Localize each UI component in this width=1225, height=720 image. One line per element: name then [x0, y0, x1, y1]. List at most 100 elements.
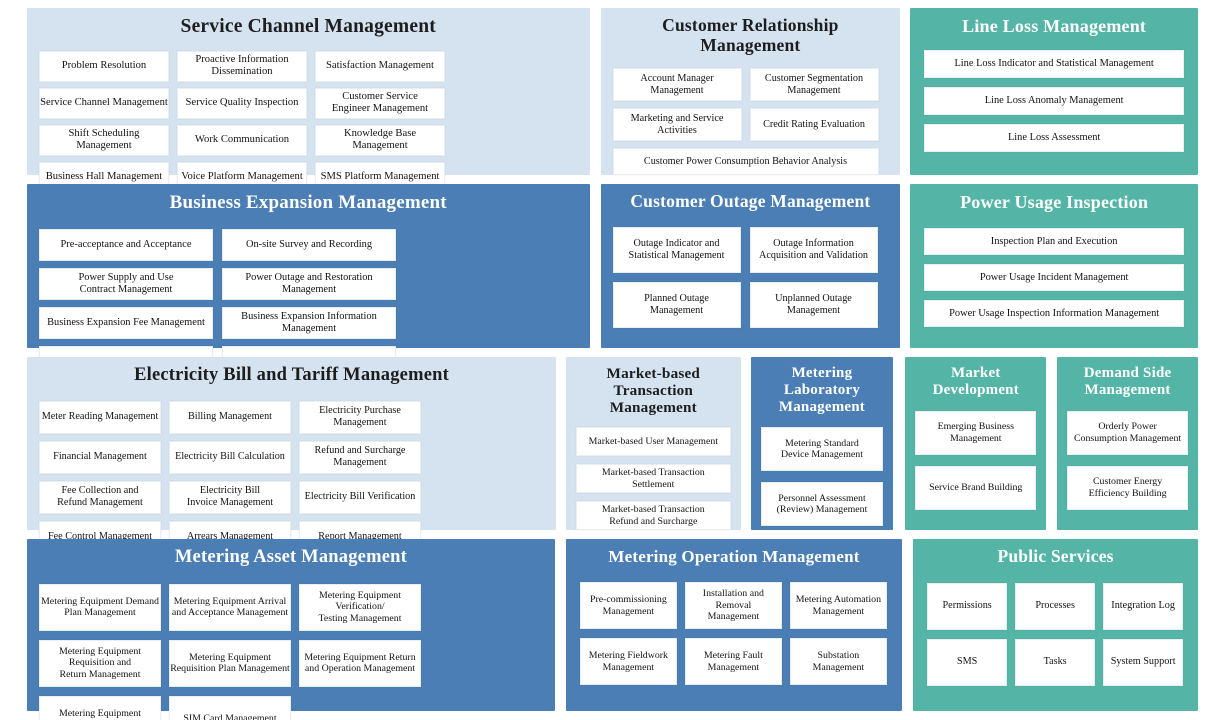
- item-inspection-plan-and-execution[interactable]: Inspection Plan and Execution: [924, 228, 1185, 256]
- panel-demand-side-management[interactable]: Demand Side Management Orderly Power Con…: [1057, 357, 1198, 530]
- item-business-expansion-information-management[interactable]: Business Expansion Information Managemen…: [222, 307, 396, 340]
- capability-row-4: Metering Asset Management Metering Equip…: [27, 539, 1198, 720]
- item-account-manager-management[interactable]: Account Manager Management: [612, 68, 742, 102]
- item-satisfaction-management[interactable]: Satisfaction Management: [315, 50, 445, 82]
- panel-items-market-based-transaction-management: Market-based User Management Market-base…: [576, 427, 731, 531]
- item-proactive-information-dissemination[interactable]: Proactive Information Dissemination: [177, 50, 307, 82]
- panel-metering-laboratory-management[interactable]: Metering Laboratory Management Metering …: [750, 357, 894, 530]
- panel-items-market-development: Emerging Business Management Service Bra…: [915, 410, 1037, 518]
- item-sms[interactable]: SMS: [927, 638, 1008, 686]
- item-financial-management[interactable]: Financial Management: [39, 440, 161, 474]
- item-sim-card-management[interactable]: SIM Card Management: [169, 695, 291, 720]
- panel-title-customer-relationship-management: Customer Relationship Management: [662, 15, 839, 55]
- panel-items-metering-laboratory-management: Metering Standard Device Management Pers…: [760, 427, 884, 527]
- item-electricity-bill-invoice-management[interactable]: Electricity Bill Invoice Management: [169, 480, 291, 514]
- panel-title-business-expansion-management: Business Expansion Management: [169, 192, 447, 213]
- item-power-supply-and-use-contract-management[interactable]: Power Supply and Use Contract Management: [39, 268, 213, 301]
- panel-line-loss-management[interactable]: Line Loss Management Line Loss Indicator…: [910, 8, 1199, 175]
- item-processes[interactable]: Processes: [1015, 582, 1096, 630]
- item-metering-equipment-demand-plan-management[interactable]: Metering Equipment Demand Plan Managemen…: [39, 583, 161, 631]
- item-metering-equipment-return-and-operation-management[interactable]: Metering Equipment Return and Operation …: [299, 639, 421, 687]
- item-system-support[interactable]: System Support: [1103, 638, 1184, 686]
- item-market-based-user-management[interactable]: Market-based User Management: [576, 427, 731, 457]
- panel-public-services[interactable]: Public Services Permissions Processes In…: [913, 539, 1198, 711]
- item-metering-equipment-requisition-and-return-management[interactable]: Metering Equipment Requisition and Retur…: [39, 639, 161, 687]
- item-installation-and-removal-management[interactable]: Installation and Removal Management: [684, 582, 782, 630]
- item-electricity-purchase-management[interactable]: Electricity Purchase Management: [299, 400, 421, 434]
- item-metering-automation-management[interactable]: Metering Automation Management: [789, 582, 887, 630]
- panel-items-customer-relationship-management: Account Manager Management Customer Segm…: [612, 68, 889, 176]
- item-customer-service-engineer-management[interactable]: Customer Service Engineer Management: [315, 87, 445, 119]
- panel-items-electricity-bill-and-tariff-management: Meter Reading Management Billing Managem…: [39, 400, 544, 554]
- item-integration-log[interactable]: Integration Log: [1103, 582, 1184, 630]
- item-power-usage-incident-management[interactable]: Power Usage Incident Management: [924, 264, 1185, 292]
- item-business-expansion-fee-management[interactable]: Business Expansion Fee Management: [39, 307, 213, 340]
- item-service-brand-building[interactable]: Service Brand Building: [915, 465, 1037, 510]
- item-work-communication[interactable]: Work Communication: [177, 124, 307, 156]
- item-metering-fault-management[interactable]: Metering Fault Management: [684, 638, 782, 686]
- panel-metering-operation-management[interactable]: Metering Operation Management Pre-commis…: [565, 539, 903, 711]
- panel-title-power-usage-inspection: Power Usage Inspection: [960, 192, 1149, 212]
- panel-items-power-usage-inspection: Inspection Plan and Execution Power Usag…: [924, 228, 1185, 336]
- item-customer-power-consumption-behavior-analysis[interactable]: Customer Power Consumption Behavior Anal…: [612, 148, 879, 176]
- item-tasks[interactable]: Tasks: [1015, 638, 1096, 686]
- item-credit-rating-evaluation[interactable]: Credit Rating Evaluation: [749, 108, 879, 142]
- item-service-quality-inspection[interactable]: Service Quality Inspection: [177, 87, 307, 119]
- item-market-based-transaction-settlement[interactable]: Market-based Transaction Settlement: [576, 464, 731, 494]
- item-pre-commissioning-management[interactable]: Pre-commissioning Management: [579, 582, 677, 630]
- item-substation-management[interactable]: Substation Management: [789, 638, 887, 686]
- item-power-outage-and-restoration-management[interactable]: Power Outage and Restoration Management: [222, 268, 396, 301]
- item-refund-and-surcharge-management[interactable]: Refund and Surcharge Management: [299, 440, 421, 474]
- item-personnel-assessment-review-management[interactable]: Personnel Assessment (Review) Management: [760, 482, 884, 527]
- item-line-loss-anomaly-management[interactable]: Line Loss Anomaly Management: [924, 87, 1185, 116]
- panel-title-market-based-transaction-management: Market-based Transaction Management: [606, 365, 701, 417]
- item-marketing-and-service-activities[interactable]: Marketing and Service Activities: [612, 108, 742, 142]
- panel-power-usage-inspection[interactable]: Power Usage Inspection Inspection Plan a…: [910, 184, 1199, 348]
- item-outage-indicator-and-statistical-management[interactable]: Outage Indicator and Statistical Managem…: [612, 226, 741, 273]
- panel-market-based-transaction-management[interactable]: Market-based Transaction Management Mark…: [566, 357, 741, 531]
- item-metering-standard-device-management[interactable]: Metering Standard Device Management: [760, 427, 884, 472]
- item-line-loss-indicator-and-statistical-management[interactable]: Line Loss Indicator and Statistical Mana…: [924, 50, 1185, 79]
- panel-metering-asset-management[interactable]: Metering Asset Management Metering Equip…: [27, 539, 555, 720]
- capability-row-3: Electricity Bill and Tariff Management M…: [27, 357, 1198, 554]
- panel-market-development[interactable]: Market Development Emerging Business Man…: [905, 357, 1047, 530]
- item-outage-information-acquisition-and-validation[interactable]: Outage Information Acquisition and Valid…: [749, 226, 878, 273]
- item-customer-energy-efficiency-building[interactable]: Customer Energy Efficiency Building: [1067, 465, 1188, 510]
- item-unplanned-outage-management[interactable]: Unplanned Outage Management: [749, 281, 878, 328]
- panel-service-channel-management[interactable]: Service Channel Management Problem Resol…: [27, 8, 590, 193]
- item-orderly-power-consumption-management[interactable]: Orderly Power Consumption Management: [1067, 410, 1188, 455]
- item-metering-equipment-quality-averaging[interactable]: Metering Equipment Quality Averaging: [39, 695, 161, 720]
- panel-title-metering-operation-management: Metering Operation Management: [608, 547, 860, 566]
- item-meter-reading-management[interactable]: Meter Reading Management: [39, 400, 161, 434]
- item-metering-equipment-verification-testing-management[interactable]: Metering Equipment Verification/ Testing…: [299, 583, 421, 631]
- item-pre-acceptance-and-acceptance[interactable]: Pre-acceptance and Acceptance: [39, 229, 213, 262]
- item-permissions[interactable]: Permissions: [927, 582, 1008, 630]
- panel-title-electricity-bill-and-tariff-management: Electricity Bill and Tariff Management: [134, 365, 449, 385]
- item-electricity-bill-calculation[interactable]: Electricity Bill Calculation: [169, 440, 291, 474]
- panel-business-expansion-management[interactable]: Business Expansion Management Pre-accept…: [27, 184, 590, 418]
- item-problem-resolution[interactable]: Problem Resolution: [39, 50, 169, 82]
- item-market-based-transaction-refund-and-surcharge[interactable]: Market-based Transaction Refund and Surc…: [576, 501, 731, 531]
- item-planned-outage-management[interactable]: Planned Outage Management: [612, 281, 741, 328]
- panel-customer-relationship-management[interactable]: Customer Relationship Management Account…: [600, 8, 901, 176]
- item-electricity-bill-verification[interactable]: Electricity Bill Verification: [299, 480, 421, 514]
- panel-customer-outage-management[interactable]: Customer Outage Management Outage Indica…: [600, 184, 901, 348]
- panel-title-customer-outage-management: Customer Outage Management: [630, 191, 871, 211]
- panel-items-metering-operation-management: Pre-commissioning Management Installatio…: [579, 582, 888, 699]
- item-metering-fieldwork-management[interactable]: Metering Fieldwork Management: [579, 638, 677, 686]
- capability-row-2: Business Expansion Management Pre-accept…: [27, 184, 1199, 418]
- item-knowledge-base-management[interactable]: Knowledge Base Management: [315, 124, 445, 156]
- item-metering-equipment-arrival-and-acceptance-management[interactable]: Metering Equipment Arrival and Acceptanc…: [169, 583, 291, 631]
- panel-title-line-loss-management: Line Loss Management: [962, 16, 1147, 36]
- item-metering-equipment-requisition-plan-management[interactable]: Metering Equipment Requisition Plan Mana…: [169, 639, 291, 687]
- item-on-site-survey-and-recording[interactable]: On-site Survey and Recording: [222, 229, 396, 262]
- item-emerging-business-management[interactable]: Emerging Business Management: [915, 410, 1037, 455]
- item-shift-scheduling-management[interactable]: Shift Scheduling Management: [39, 124, 169, 156]
- panel-electricity-bill-and-tariff-management[interactable]: Electricity Bill and Tariff Management M…: [27, 357, 557, 554]
- item-line-loss-assessment[interactable]: Line Loss Assessment: [924, 124, 1185, 153]
- item-power-usage-inspection-information-management[interactable]: Power Usage Inspection Information Manag…: [924, 300, 1185, 328]
- item-fee-collection-and-refund-management[interactable]: Fee Collection and Refund Management: [39, 480, 161, 514]
- item-service-channel-management[interactable]: Service Channel Management: [39, 87, 169, 119]
- item-billing-management[interactable]: Billing Management: [169, 400, 291, 434]
- item-customer-segmentation-management[interactable]: Customer Segmentation Management: [749, 68, 879, 102]
